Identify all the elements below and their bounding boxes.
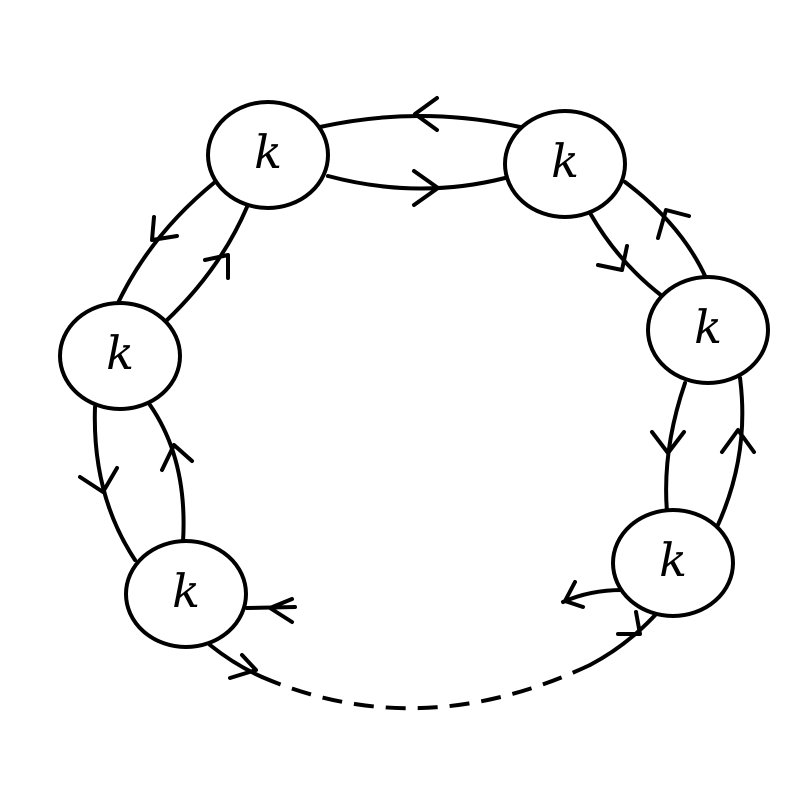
edge-n3-to-n1-inner — [163, 205, 249, 324]
edge-n4-to-n2-outer — [623, 180, 708, 280]
node-circle — [503, 109, 627, 219]
arrowhead-up-left — [656, 208, 691, 240]
edge-n3-to-n5-outer — [92, 405, 137, 562]
node-n4: k — [646, 275, 770, 385]
arrowheads — [78, 96, 756, 680]
arrowhead-left — [413, 96, 439, 132]
node-label: k — [172, 564, 200, 618]
node-circle — [58, 301, 182, 411]
edge-n6-incoming — [588, 610, 660, 667]
arrowhead-right — [412, 169, 440, 207]
edge-n6-to-n4-outer — [715, 376, 745, 529]
node-n5: k — [124, 539, 248, 649]
arrowhead-down-left — [150, 215, 179, 242]
node-n1: k — [206, 100, 330, 210]
node-n6: k — [611, 508, 735, 618]
node-label: k — [254, 125, 282, 179]
node-circle — [646, 275, 770, 385]
node-label: k — [551, 134, 579, 188]
edge-n5-to-n3-inner — [148, 403, 186, 544]
node-circle — [611, 508, 735, 618]
arrowhead-left — [268, 597, 294, 624]
arrowhead-up — [160, 443, 194, 472]
node-circle — [124, 539, 248, 649]
arrowhead-down-right — [596, 244, 629, 272]
arrowhead-left — [563, 580, 585, 609]
edge-n4-to-n6-inner — [664, 381, 687, 514]
node-label: k — [694, 300, 722, 354]
arrowhead-down — [78, 466, 119, 494]
edge-n2-to-n4-inner — [588, 211, 664, 298]
edge-n1-to-n2-bottom — [326, 174, 507, 191]
node-circle — [206, 100, 330, 210]
node-label: k — [659, 533, 687, 587]
node-n3: k — [58, 301, 182, 411]
node-label: k — [106, 326, 134, 380]
arrowhead-up — [720, 428, 756, 454]
arrowhead-down — [650, 430, 686, 455]
arrowhead-up-right — [616, 610, 642, 636]
dashed-gap-edge — [261, 663, 591, 711]
arrowhead-right — [228, 653, 258, 680]
arrowhead-up-right — [203, 253, 230, 280]
node-n2: k — [503, 109, 627, 219]
edge-n5-outgoing — [208, 643, 264, 679]
